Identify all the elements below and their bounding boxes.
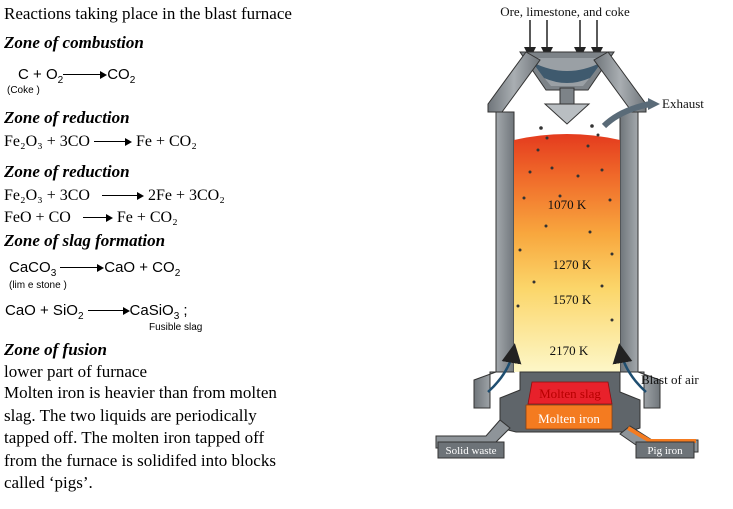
equation-slag-1: CaCO3 CaO + CO2 — [9, 259, 180, 279]
coke-note: (Coke ) — [7, 85, 40, 96]
equation-combustion: C + O2CO2 — [18, 66, 135, 86]
zone-combustion-heading: Zone of combustion — [4, 33, 144, 53]
zone-slag-formation-heading: Zone of slag formation — [4, 231, 165, 251]
equation-reduction-2b: FeO + CO Fe + CO₂ — [4, 209, 178, 227]
exhaust-label: Exhaust — [662, 96, 704, 111]
paragraph-line: tapped off. The molten iron tapped off — [4, 427, 326, 450]
eq-slag2-tail: ; — [179, 302, 187, 319]
furnace-interior — [514, 134, 620, 372]
paragraph-line: slag. The two liquids are periodically — [4, 405, 326, 428]
eq-slag1-rhs: CaO + CO — [104, 259, 174, 276]
molten-iron-label: Molten iron — [538, 411, 600, 426]
zone-fusion-heading: Zone of fusion — [4, 340, 107, 360]
eq-slag2-rhs: CaSiO — [130, 302, 174, 319]
equation-reduction-2a: Fe₂O₃ + 3CO 2Fe + 3CO₂ — [4, 187, 225, 205]
zone-reduction-heading-2: Zone of reduction — [4, 162, 130, 182]
eq-slag1-rhs-sub: 2 — [175, 268, 181, 279]
equation-slag-2: CaO + SiO2CaSiO3 ; — [5, 302, 188, 322]
fusion-subtitle: lower part of furnace — [4, 362, 147, 382]
eq-slag2-lhs: CaO + SiO — [5, 302, 78, 319]
molten-slag-label: Molten slag — [539, 386, 601, 401]
eq-reduction1-rhs: Fe + CO₂ — [136, 133, 197, 150]
temp-label-1070: 1070 K — [548, 197, 587, 212]
eq-reduction2a-lhs: Fe₂O₃ + 3CO — [4, 187, 90, 204]
pig-iron-label: Pig iron — [647, 445, 683, 457]
description-paragraph: Molten iron is heavier than from molten … — [4, 382, 326, 495]
eq-reduction2b-lhs: FeO + CO — [4, 209, 71, 226]
page-title: Reactions taking place in the blast furn… — [4, 4, 292, 24]
paragraph-line: Molten iron is heavier than from molten — [4, 382, 326, 405]
eq-combustion-product-sub: 2 — [130, 75, 136, 86]
reaction-arrow — [63, 70, 107, 80]
paragraph-line: from the furnace is solidifed into block… — [4, 450, 326, 473]
equation-reduction-1: Fe₂O₃ + 3CO Fe + CO₂ — [4, 133, 197, 151]
eq-combustion-reactant: C — [18, 66, 29, 83]
eq-reduction2b-rhs: Fe + CO₂ — [117, 209, 178, 226]
temp-label-1270: 1270 K — [553, 257, 592, 272]
reaction-arrow — [94, 137, 132, 147]
eq-combustion-oxygen: + O — [33, 66, 58, 83]
limestone-note: (lim e stone ) — [9, 280, 67, 291]
eq-slag2-lhs-sub: 2 — [78, 311, 84, 322]
top-label: Ore, limestone, and coke — [500, 4, 630, 19]
blast-air-label: Blast of air — [641, 372, 699, 387]
eq-slag1-lhs-sub: 3 — [51, 268, 57, 279]
solid-waste-label: Solid waste — [445, 445, 496, 457]
eq-combustion-product: CO — [107, 66, 130, 83]
paragraph-line: called ‘pigs’. — [4, 472, 326, 495]
fusible-slag-note: Fusible slag — [149, 322, 202, 333]
temp-label-2170: 2170 K — [550, 343, 589, 358]
reaction-arrow — [88, 306, 130, 316]
eq-reduction1-lhs: Fe₂O₃ + 3CO — [4, 133, 90, 150]
reaction-arrow — [60, 263, 104, 273]
eq-slag1-lhs: CaCO — [9, 259, 51, 276]
input-arrows — [530, 20, 597, 56]
zone-reduction-heading-1: Zone of reduction — [4, 108, 130, 128]
reaction-arrow — [102, 191, 144, 201]
temp-label-1570: 1570 K — [553, 292, 592, 307]
blast-furnace-diagram: Ore, limestone, and coke Exhaus — [430, 0, 733, 509]
reaction-arrow — [83, 213, 113, 223]
eq-reduction2a-rhs: 2Fe + 3CO₂ — [148, 187, 225, 204]
